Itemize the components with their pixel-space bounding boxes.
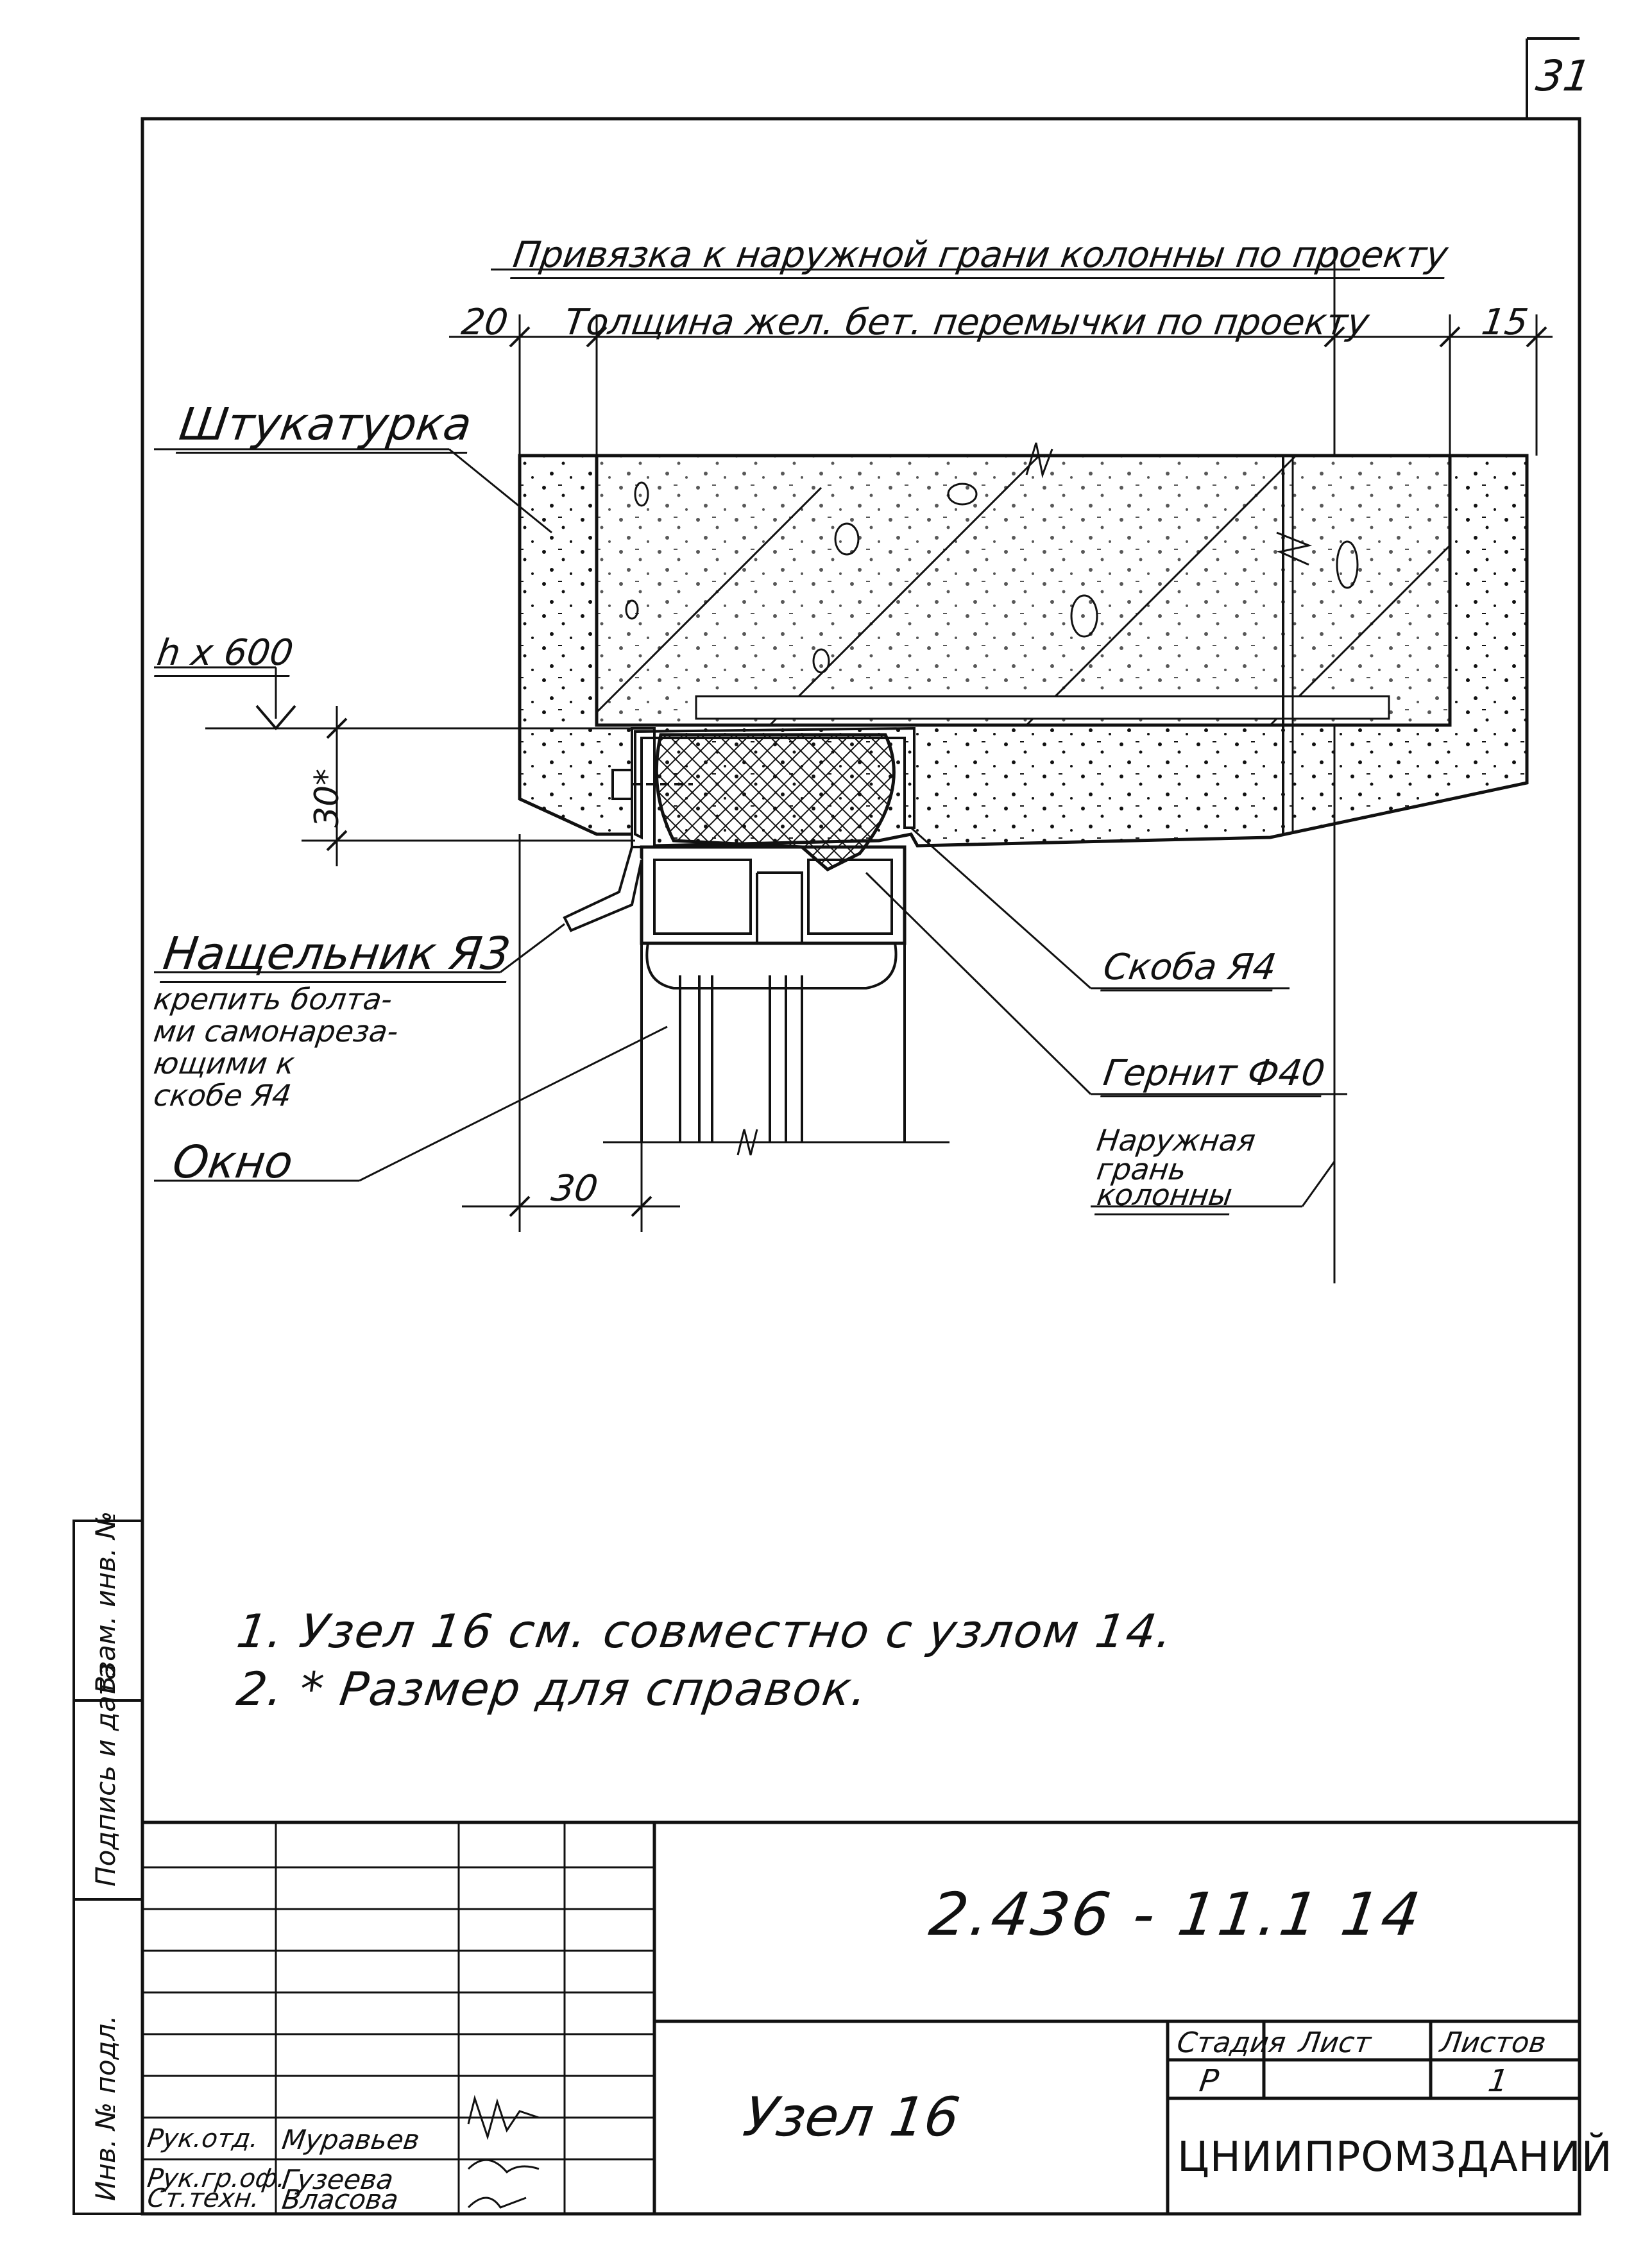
node-title: Узел 16 xyxy=(740,2086,964,2148)
bracket-and-seal xyxy=(611,726,915,871)
sheet-number: 31 xyxy=(1533,51,1594,101)
note-1: 1. Узел 16 см. совместно с узлом 14. xyxy=(234,1604,1177,1658)
role-3: Ст.техн. xyxy=(145,2184,262,2213)
role-1: Рук.отд. xyxy=(145,2124,261,2154)
leader-lines xyxy=(154,448,1347,1208)
name-1: Муравьев xyxy=(280,2124,422,2155)
top-binding-label: Привязка к наружной грани колонны по про… xyxy=(510,234,1451,279)
flashing-note-2: ми самонареза- xyxy=(151,1014,401,1049)
signatures xyxy=(467,2094,540,2209)
doc-code: 2.436 - 11.1 14 xyxy=(925,1880,1427,1949)
flashing-note-4: скобе Я4 xyxy=(151,1078,294,1113)
sheets-col: Листов xyxy=(1438,2026,1548,2059)
bracket-label: Скоба Я4 xyxy=(1100,946,1279,991)
column-face-3: колонны xyxy=(1094,1178,1235,1215)
strip-inv: Инв. № подл. xyxy=(90,2015,121,2201)
strip-sign: Подпись и дата xyxy=(90,1663,121,1887)
sheet-col: Лист xyxy=(1297,2026,1374,2059)
name-3: Власова xyxy=(280,2184,401,2215)
gap-dimension: 30* xyxy=(308,768,346,828)
flashing-note-3: ющими к xyxy=(151,1046,297,1081)
organization: ЦНИИПРОМЗДАНИЙ xyxy=(1177,2134,1613,2181)
level-label: h x 600 xyxy=(154,632,296,677)
left-dimensions xyxy=(154,666,680,1232)
plaster-label: Штукатурка xyxy=(175,398,475,454)
sheet-frame xyxy=(141,37,1581,2216)
flashing-note-1: крепить болта- xyxy=(151,982,395,1016)
lintel-thickness-label: Толщина жел. бет. перемычки по проекту xyxy=(561,302,1372,343)
stage-col: Стадия xyxy=(1175,2026,1288,2059)
flashing-label: Нащельник Я3 xyxy=(159,927,514,983)
note-2: 2. * Размер для справок. xyxy=(234,1662,872,1716)
left-offset-label: 20 xyxy=(459,302,511,343)
gernit-label: Гернит Ф40 xyxy=(1100,1052,1328,1097)
strip-replace: Взам. инв. № xyxy=(90,1511,121,1694)
window-label: Окно xyxy=(169,1136,296,1188)
right-offset-label: 15 xyxy=(1479,302,1531,343)
window-frame xyxy=(563,845,949,1156)
title-block xyxy=(142,1820,1580,2214)
bottom-offset-label: 30 xyxy=(549,1168,600,1210)
